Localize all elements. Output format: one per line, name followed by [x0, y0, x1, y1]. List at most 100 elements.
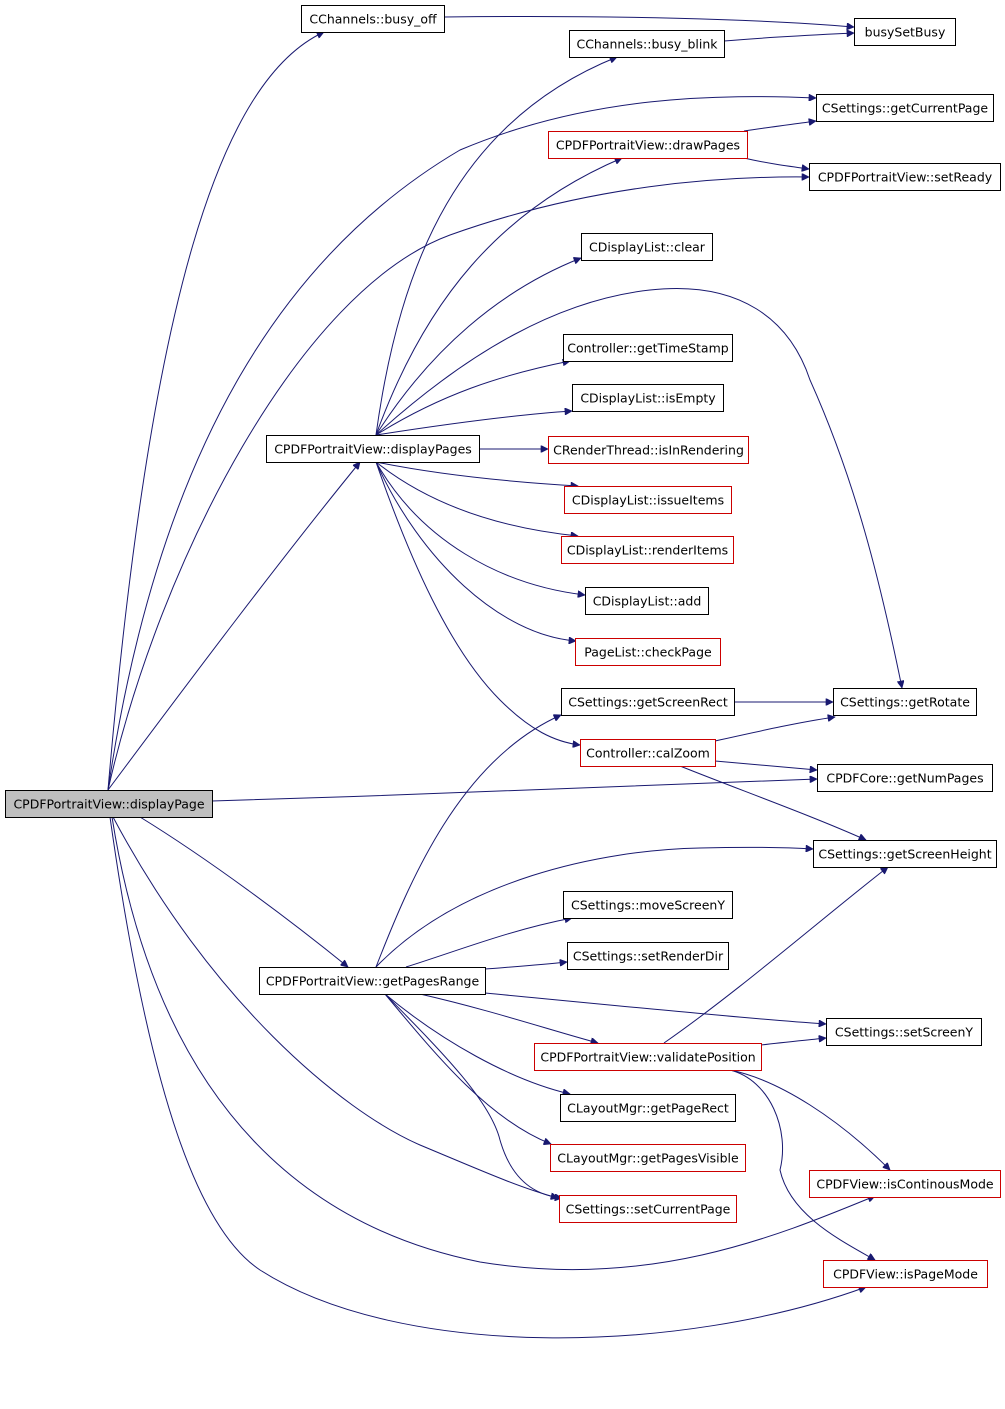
node-box-drawPages[interactable]: [548, 131, 748, 159]
node-calZoom[interactable]: Controller::calZoom: [580, 739, 716, 767]
node-getPagesRange[interactable]: CPDFPortraitView::getPagesRange: [259, 967, 486, 995]
node-box-getTimeStamp[interactable]: [563, 334, 733, 362]
node-box-issueItems[interactable]: [564, 486, 732, 514]
node-getTimeStamp[interactable]: Controller::getTimeStamp: [563, 334, 733, 362]
node-isPageMode[interactable]: CPDFView::isPageMode: [823, 1260, 988, 1288]
node-box-getRotate[interactable]: [833, 688, 977, 716]
node-isInRendering[interactable]: CRenderThread::isInRendering: [548, 436, 749, 464]
edge-displayPage-to-isPageMode: [109, 816, 866, 1339]
node-box-getNumPages[interactable]: [817, 764, 993, 792]
node-busy_off[interactable]: CChannels::busy_off: [301, 5, 445, 33]
node-box-checkPage[interactable]: [575, 638, 721, 666]
node-add[interactable]: CDisplayList::add: [585, 587, 709, 615]
node-box-getScreenRect[interactable]: [561, 688, 735, 716]
node-checkPage[interactable]: PageList::checkPage: [575, 638, 721, 666]
edge-getPagesRange-to-getPageRect: [384, 993, 570, 1094]
node-getScreenHeight[interactable]: CSettings::getScreenHeight: [813, 840, 997, 868]
node-label-clear: CDisplayList::clear: [589, 240, 706, 255]
node-renderItems[interactable]: CDisplayList::renderItems: [561, 536, 734, 564]
node-box-isEmpty[interactable]: [572, 384, 724, 412]
edge-drawPages-to-setReady: [743, 157, 809, 169]
node-box-busy_off[interactable]: [301, 5, 445, 33]
node-label-isInRendering: CRenderThread::isInRendering: [553, 443, 744, 458]
edge-displayPages-to-issueItems: [375, 461, 578, 486]
node-box-busySetBusy[interactable]: [854, 18, 956, 46]
node-isContinousMode[interactable]: CPDFView::isContinousMode: [809, 1170, 1001, 1198]
node-box-isPageMode[interactable]: [823, 1260, 988, 1288]
edge-busy_off-to-busySetBusy: [443, 15, 854, 27]
node-box-displayPage[interactable]: [5, 790, 213, 818]
node-box-isContinousMode[interactable]: [809, 1170, 1001, 1198]
node-box-moveScreenY[interactable]: [563, 891, 733, 919]
edge-getPagesRange-to-validatePosition: [419, 993, 598, 1043]
node-drawPages[interactable]: CPDFPortraitView::drawPages: [548, 131, 748, 159]
edge-displayPages-to-renderItems: [375, 461, 578, 536]
node-setRenderDir[interactable]: CSettings::setRenderDir: [567, 942, 729, 970]
node-isEmpty[interactable]: CDisplayList::isEmpty: [572, 384, 724, 412]
node-issueItems[interactable]: CDisplayList::issueItems: [564, 486, 732, 514]
node-busy_blink[interactable]: CChannels::busy_blink: [569, 30, 725, 58]
node-label-moveScreenY: CSettings::moveScreenY: [571, 898, 725, 913]
edge-getPagesRange-to-moveScreenY: [405, 918, 572, 968]
node-label-getCurrentPage: CSettings::getCurrentPage: [822, 101, 988, 116]
node-box-calZoom[interactable]: [580, 739, 716, 767]
node-getScreenRect[interactable]: CSettings::getScreenRect: [561, 688, 735, 716]
node-label-issueItems: CDisplayList::issueItems: [572, 493, 724, 508]
node-displayPages[interactable]: CPDFPortraitView::displayPages: [266, 435, 480, 463]
node-box-getPagesRange[interactable]: [259, 967, 486, 995]
node-label-getScreenRect: CSettings::getScreenRect: [568, 695, 728, 710]
edge-displayPages-to-getTimeStamp: [375, 361, 570, 436]
node-clear[interactable]: CDisplayList::clear: [581, 233, 713, 261]
node-displayPage[interactable]: CPDFPortraitView::displayPage: [5, 790, 213, 818]
node-label-getTimeStamp: Controller::getTimeStamp: [567, 341, 728, 356]
node-setScreenY[interactable]: CSettings::setScreenY: [826, 1018, 982, 1046]
node-label-getRotate: CSettings::getRotate: [840, 695, 970, 710]
node-box-getScreenHeight[interactable]: [813, 840, 997, 868]
node-box-setReady[interactable]: [809, 163, 1001, 191]
edge-displayPages-to-add: [375, 461, 585, 595]
edge-drawPages-to-getCurrentPage: [743, 121, 816, 132]
edge-getPagesRange-to-getPagesVisible: [384, 993, 551, 1144]
node-box-clear[interactable]: [581, 233, 713, 261]
node-box-isInRendering[interactable]: [548, 436, 749, 464]
node-getPagesVisible[interactable]: CLayoutMgr::getPagesVisible: [550, 1144, 746, 1172]
node-busySetBusy[interactable]: busySetBusy: [854, 18, 956, 46]
edge-displayPages-to-checkPage: [375, 461, 576, 641]
node-label-getPagesRange: CPDFPortraitView::getPagesRange: [266, 974, 480, 989]
edge-displayPage-to-getPagesRange: [139, 816, 348, 967]
node-getPageRect[interactable]: CLayoutMgr::getPageRect: [560, 1094, 736, 1122]
node-getNumPages[interactable]: CPDFCore::getNumPages: [817, 764, 993, 792]
node-box-renderItems[interactable]: [561, 536, 734, 564]
node-setCurrentPage[interactable]: CSettings::setCurrentPage: [559, 1195, 737, 1223]
node-moveScreenY[interactable]: CSettings::moveScreenY: [563, 891, 733, 919]
node-label-setReady: CPDFPortraitView::setReady: [818, 170, 993, 185]
edge-getPagesRange-to-getScreenRect: [375, 715, 561, 968]
edge-displayPages-to-getRotate: [375, 288, 902, 688]
node-label-drawPages: CPDFPortraitView::drawPages: [556, 138, 740, 153]
edge-displayPage-to-isContinousMode: [111, 816, 875, 1271]
nodes-layer: CPDFPortraitView::displayPage CChannels::…: [5, 5, 1001, 1288]
node-validatePosition[interactable]: CPDFPortraitView::validatePosition: [534, 1043, 762, 1071]
node-label-getPageRect: CLayoutMgr::getPageRect: [567, 1101, 729, 1116]
node-getCurrentPage[interactable]: CSettings::getCurrentPage: [816, 94, 994, 122]
node-label-busySetBusy: busySetBusy: [865, 25, 946, 40]
node-box-busy_blink[interactable]: [569, 30, 725, 58]
node-box-validatePosition[interactable]: [534, 1043, 762, 1071]
node-box-add[interactable]: [585, 587, 709, 615]
node-box-displayPages[interactable]: [266, 435, 480, 463]
node-box-getCurrentPage[interactable]: [816, 94, 994, 122]
node-box-setCurrentPage[interactable]: [559, 1195, 737, 1223]
edge-displayPages-to-drawPages: [375, 158, 622, 436]
node-label-validatePosition: CPDFPortraitView::validatePosition: [540, 1050, 755, 1065]
edge-getPagesRange-to-setRenderDir: [484, 962, 567, 970]
edge-validatePosition-to-isPageMode: [729, 1069, 875, 1261]
node-setReady[interactable]: CPDFPortraitView::setReady: [809, 163, 1001, 191]
node-box-setRenderDir[interactable]: [567, 942, 729, 970]
edge-validatePosition-to-setScreenY: [760, 1038, 826, 1046]
edge-getPagesRange-to-getScreenHeight: [375, 847, 813, 968]
edge-displayPage-to-getCurrentPage: [107, 97, 816, 791]
node-box-setScreenY[interactable]: [826, 1018, 982, 1046]
node-box-getPagesVisible[interactable]: [550, 1144, 746, 1172]
node-box-getPageRect[interactable]: [560, 1094, 736, 1122]
node-getRotate[interactable]: CSettings::getRotate: [833, 688, 977, 716]
